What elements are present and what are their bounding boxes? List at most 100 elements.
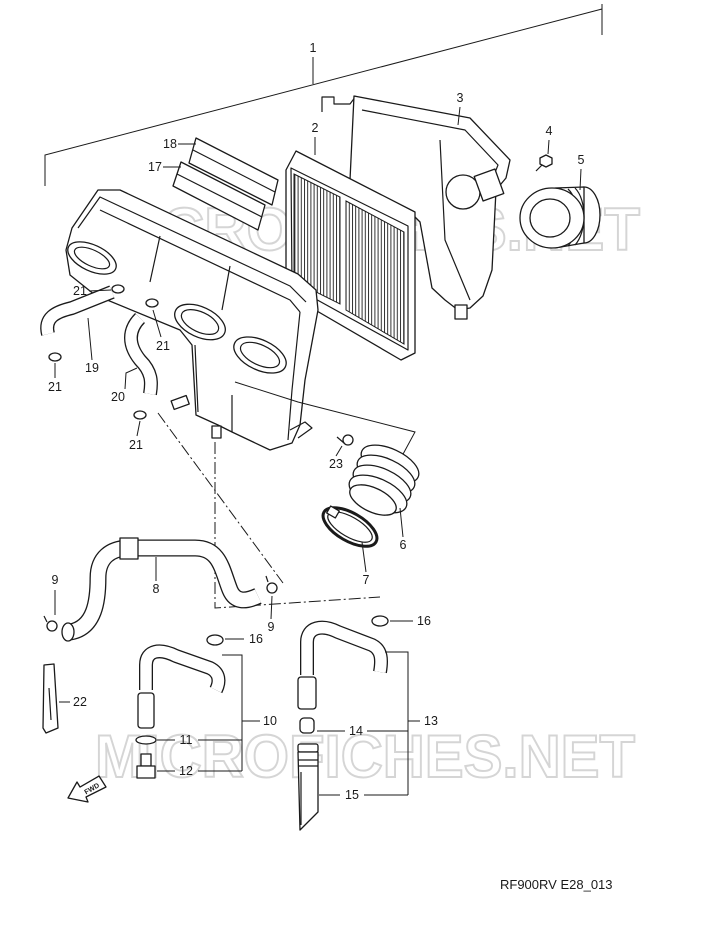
duct-connection-lines <box>234 381 416 457</box>
leader-21d <box>136 420 141 437</box>
callout-6: 6 <box>400 538 407 552</box>
bolt-head <box>539 154 553 168</box>
leader-5 <box>579 168 582 191</box>
tube-15-rings <box>298 759 318 825</box>
callout-12: 12 <box>179 764 193 778</box>
part-10-pipe <box>137 692 155 729</box>
housing-intake-hole-3 <box>233 336 287 374</box>
part-21-clip-c <box>145 298 159 308</box>
callout-11: 11 <box>180 733 193 747</box>
part-19-hose <box>40 285 115 336</box>
housing-side-tab <box>289 421 313 439</box>
callout-1: 1 <box>310 41 317 55</box>
part-6-intake-duct <box>348 444 420 516</box>
bracket-22-slot <box>48 687 52 721</box>
part-20-hose <box>124 313 158 396</box>
leader-19 <box>87 317 93 361</box>
watermark-bottom: MICROFICHES.NET <box>95 723 635 790</box>
clamp-band <box>321 506 379 548</box>
part-18-pad <box>188 137 279 206</box>
part-3-air-cleaner-case <box>321 95 511 320</box>
callout-9b: 9 <box>268 620 275 634</box>
fitting-12-body <box>140 753 152 767</box>
housing-intake-hole-2-inner <box>180 309 220 335</box>
part-15-drain-tube <box>297 743 319 831</box>
callout-8: 8 <box>153 582 160 596</box>
housing-intake-hole-1-inner <box>73 246 111 270</box>
part-21-clip-d <box>133 410 147 420</box>
bolt-shank <box>535 164 543 172</box>
callout-23: 23 <box>329 457 343 471</box>
clamp-screw-housing <box>326 505 340 519</box>
part-14-connector <box>299 717 315 734</box>
callout-18: 18 <box>163 137 177 151</box>
screw-shank <box>336 436 345 444</box>
part-9-clip-b <box>265 575 278 594</box>
filter-pleats-left <box>293 173 341 305</box>
clip-9b-tab <box>265 575 269 583</box>
pad-17-body <box>172 161 266 231</box>
leader-21c <box>152 309 162 338</box>
case-bottom-tab <box>454 304 468 320</box>
hose-13-fill <box>301 622 387 675</box>
part-21-clip-b <box>48 352 62 362</box>
callout-21a: 21 <box>73 284 87 298</box>
part-22-bracket <box>42 663 59 734</box>
case-mount-bracket <box>321 95 357 112</box>
callout-13: 13 <box>424 714 438 728</box>
part-5-outlet-boot <box>519 186 601 249</box>
callout-20: 20 <box>111 390 125 404</box>
callout-9a: 9 <box>52 573 59 587</box>
callout-3: 3 <box>457 91 464 105</box>
forward-arrow-shape <box>67 775 107 803</box>
leader-23 <box>335 445 343 457</box>
boot-inner-opening <box>529 198 571 238</box>
part-9-clip-a <box>43 615 58 632</box>
filter-pleats-right <box>345 200 405 345</box>
callout-5: 5 <box>578 153 585 167</box>
part-13-hose <box>300 620 388 675</box>
hose-8-sleeve <box>119 537 139 560</box>
screw-head <box>342 434 354 446</box>
pad-17-edge <box>176 173 263 218</box>
callout-4: 4 <box>546 124 553 138</box>
hose-20-fill <box>125 313 157 395</box>
hose-8-end <box>61 622 75 642</box>
callout-19: 19 <box>85 361 99 375</box>
housing-intake-hole-3-inner <box>239 341 281 369</box>
assembly-bracket-line <box>44 4 603 186</box>
leader-9b <box>270 595 273 620</box>
pad-18-body <box>188 137 279 206</box>
leader-21a <box>88 289 112 292</box>
leader-20 <box>124 367 138 390</box>
clip-9b-ring <box>266 582 278 594</box>
clip-9a-tab <box>43 615 48 623</box>
callout-15: 15 <box>345 788 359 802</box>
leader-4 <box>547 139 550 155</box>
part-11-ring <box>135 735 157 745</box>
part-17-pad <box>172 161 266 231</box>
leader-6 <box>399 507 404 538</box>
pad-18-edge <box>192 149 276 193</box>
tube-15-cap <box>297 743 319 753</box>
part-16-ring-a <box>206 634 224 646</box>
callout-17: 17 <box>148 160 162 174</box>
housing-side-lines <box>194 311 301 441</box>
callout-22: 22 <box>73 695 87 709</box>
callout-7: 7 <box>363 573 370 587</box>
leader-7 <box>361 541 367 573</box>
housing-top-rim <box>77 196 307 313</box>
air-box-lower-housing <box>65 189 319 451</box>
callout-2: 2 <box>312 121 319 135</box>
case-outlet-snout <box>473 168 505 202</box>
part-23-screw <box>336 434 354 446</box>
tube-15-body <box>297 751 319 831</box>
part-16-ring-b <box>371 615 389 627</box>
forward-arrow: FWD <box>67 775 107 803</box>
callout-21c: 21 <box>156 339 170 353</box>
bracket-10 <box>222 654 260 771</box>
part-12-fitting <box>136 753 156 779</box>
callout-14: 14 <box>349 724 363 738</box>
fitting-12-hex <box>136 765 156 779</box>
part-21-clip-a <box>111 284 125 294</box>
